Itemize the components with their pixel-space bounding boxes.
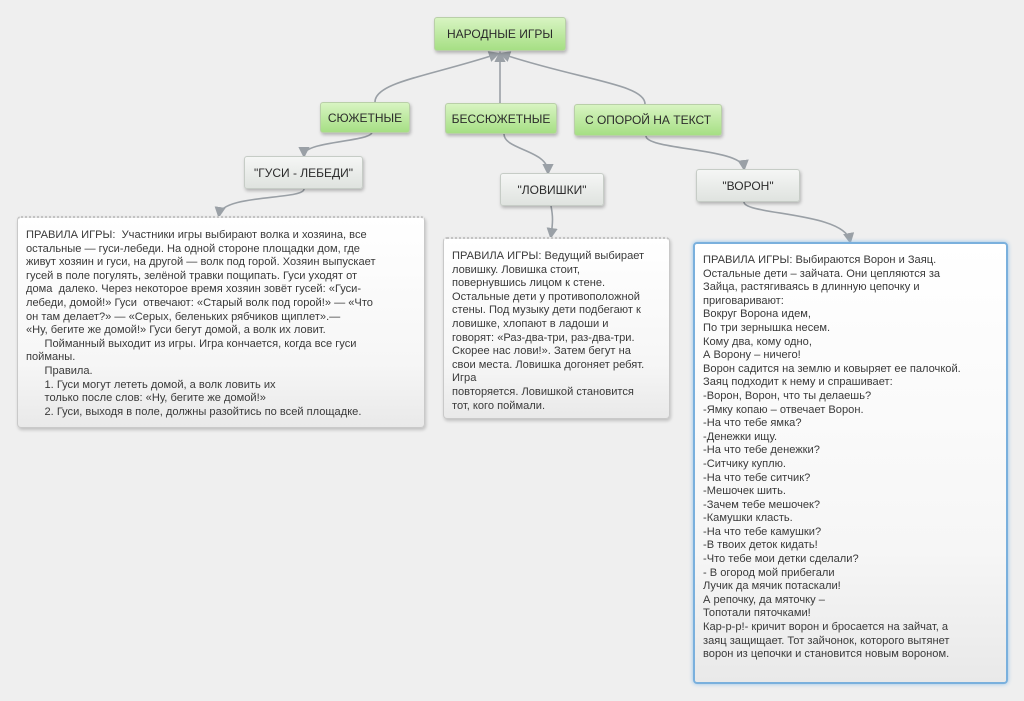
category-plot-node[interactable]: СЮЖЕТНЫЕ bbox=[320, 102, 410, 133]
connector-plot-to-root bbox=[374, 51, 501, 103]
connector-raven-to-rules bbox=[743, 201, 855, 245]
category-text-based-label: С ОПОРОЙ НА ТЕКСТ bbox=[584, 113, 712, 127]
rules-note-raven[interactable]: ПРАВИЛА ИГРЫ: Выбираются Ворон и Заяц. О… bbox=[693, 242, 1008, 684]
game-raven-node[interactable]: "ВОРОН" bbox=[696, 169, 800, 202]
connector-textbased-to-raven bbox=[645, 135, 749, 172]
game-geese-swans-label: "ГУСИ - ЛЕБЕДИ" bbox=[253, 165, 354, 180]
category-plotless-node[interactable]: БЕССЮЖЕТНЫЕ bbox=[445, 103, 557, 134]
connector-plot-to-geese bbox=[298, 131, 373, 159]
rules-note-geese-swans[interactable]: ПРАВИЛА ИГРЫ: Участники игры выбирают во… bbox=[17, 216, 425, 428]
game-geese-swans-node[interactable]: "ГУСИ - ЛЕБЕДИ" bbox=[244, 156, 363, 189]
category-plot-label: СЮЖЕТНЫЕ bbox=[327, 110, 403, 125]
connector-textbased-to-root bbox=[498, 51, 646, 105]
rules-note-catch[interactable]: ПРАВИЛА ИГРЫ: Ведущий выбирает ловишку. … bbox=[443, 237, 670, 419]
connector-geese-to-rules bbox=[214, 188, 305, 219]
category-plotless-label: БЕССЮЖЕТНЫЕ bbox=[451, 111, 551, 126]
game-catch-node[interactable]: "ЛОВИШКИ" bbox=[500, 173, 604, 206]
root-node-folk-games[interactable]: НАРОДНЫЕ ИГРЫ bbox=[434, 17, 566, 51]
connector-plotless-to-catch bbox=[503, 133, 554, 176]
category-text-based-node[interactable]: С ОПОРОЙ НА ТЕКСТ bbox=[574, 104, 722, 136]
game-raven-label: "ВОРОН" bbox=[722, 178, 774, 193]
connector-catch-to-rules bbox=[546, 205, 558, 240]
root-node-label: НАРОДНЫЕ ИГРЫ bbox=[447, 27, 553, 41]
game-catch-label: "ЛОВИШКИ" bbox=[517, 182, 587, 197]
